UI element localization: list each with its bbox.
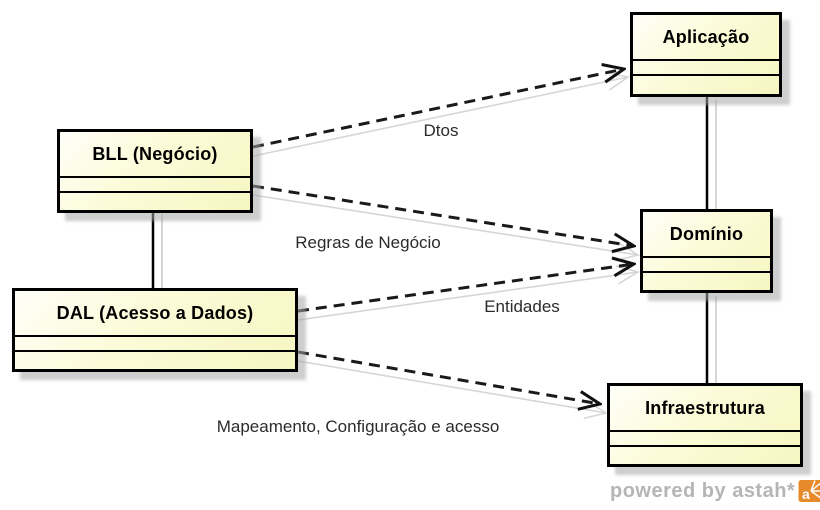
class-operations-compartment [610, 445, 800, 464]
class-attributes-compartment [15, 335, 295, 350]
dependency-dal-infra [297, 350, 600, 404]
dependency-arrows [252, 69, 634, 404]
association-lines [151, 97, 709, 383]
class-box-dal: DAL (Acesso a Dados) [12, 288, 298, 372]
edge-label-dtos: Dtos [423, 121, 459, 140]
class-operations-compartment [60, 191, 250, 210]
class-attributes-compartment [610, 430, 800, 445]
class-box-bll: BLL (Negócio) [57, 129, 253, 213]
watermark-text: powered by astah* [610, 479, 796, 502]
dependency-dal-dominio [297, 264, 634, 313]
class-name-bll: BLL (Negócio) [92, 143, 218, 164]
class-box-infraestrutura: Infraestrutura [607, 383, 803, 467]
dependency-bll-aplicacao [252, 69, 624, 149]
watermark: powered by astah* a [610, 479, 820, 503]
class-operations-compartment [633, 74, 779, 94]
class-name-infraestrutura: Infraestrutura [645, 397, 765, 418]
class-name-dominio: Domínio [669, 223, 744, 244]
class-name-dal: DAL (Acesso a Dados) [56, 302, 254, 323]
class-box-dominio: Domínio [640, 209, 773, 293]
edge-label-regras-de-negocio: Regras de Negócio [295, 233, 441, 252]
class-attributes-compartment [643, 256, 770, 271]
edge-label-mapeamento: Mapeamento, Configuração e acesso [216, 417, 500, 436]
class-attributes-compartment [633, 59, 779, 74]
connector-shadows [161, 77, 717, 413]
edge-label-entidades: Entidades [484, 297, 560, 316]
astah-logo-icon: a [798, 479, 820, 503]
class-name-aplicacao: Aplicação [662, 26, 750, 47]
dependency-bll-dominio [252, 184, 634, 246]
class-attributes-compartment [60, 176, 250, 191]
class-operations-compartment [643, 271, 770, 290]
class-box-aplicacao: Aplicação [630, 12, 782, 97]
svg-text:a: a [802, 486, 810, 502]
class-operations-compartment [15, 350, 295, 369]
